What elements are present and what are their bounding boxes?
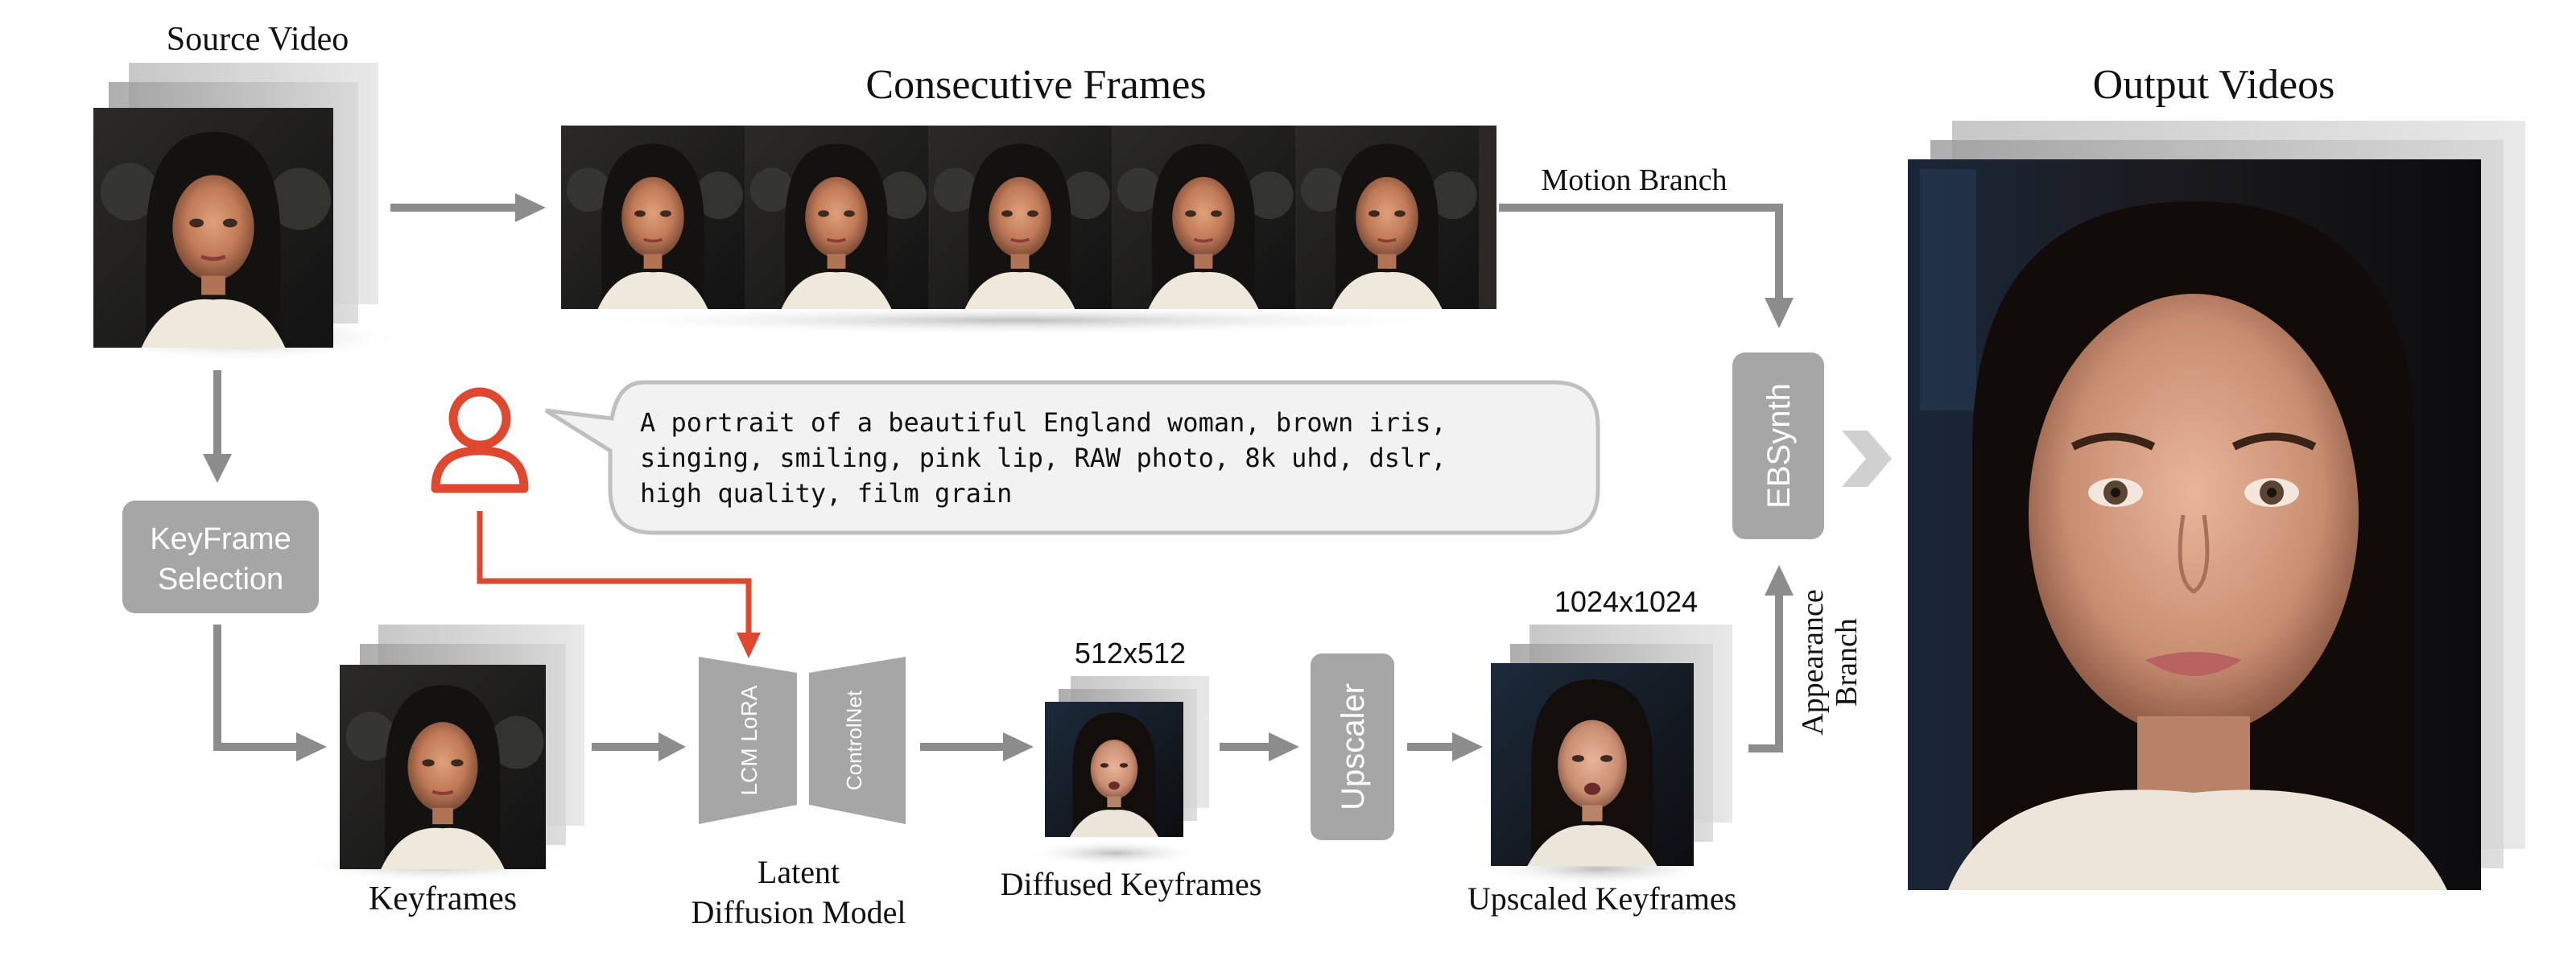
arrow-user-to-ldm [477, 511, 761, 658]
chevron-right-icon [1842, 431, 1892, 487]
diffused-keyframe-image [1045, 702, 1183, 837]
prompt-line-1: A portrait of a beautiful England woman,… [640, 407, 1447, 438]
output-video-frame [1908, 159, 2481, 890]
consecutive-frame [1112, 126, 1295, 309]
arrow-ldm-to-diffused [920, 732, 1034, 761]
controlnet-label: ControlNet [842, 690, 866, 790]
arrow-appearance-branch [1748, 565, 1794, 752]
upscaled-keyframes-stack [1477, 625, 1732, 885]
appearance-branch-line2: Branch [1830, 618, 1864, 707]
keyframes-stack [298, 625, 584, 883]
ldm-label-line1: Latent [758, 854, 840, 890]
keyframe-image [340, 665, 546, 869]
consecutive-frame [561, 126, 745, 309]
arrow-motion-branch [1499, 204, 1794, 328]
source-video-stack [80, 63, 402, 362]
appearance-branch-line1: Appearance [1796, 589, 1830, 735]
arrow-selection-to-keyframes [213, 625, 327, 761]
output-videos-title: Output Videos [2093, 62, 2335, 108]
upscaled-keyframe-image [1491, 663, 1694, 866]
arrow-source-to-frames [390, 193, 546, 222]
consecutive-frame [928, 126, 1112, 309]
arrow-source-to-selection [203, 370, 232, 483]
prompt-bubble: A portrait of a beautiful England woman,… [544, 380, 1600, 535]
lcm-lora-label: LCM LoRA [737, 685, 762, 795]
consecutive-frame [1295, 126, 1479, 309]
arrow-diffused-to-upscaler [1220, 732, 1299, 761]
keyframe-selection-line1: KeyFrame [150, 522, 291, 556]
res-512-label: 512x512 [1075, 637, 1186, 670]
upscaled-keyframes-label: Upscaled Keyframes [1468, 880, 1736, 917]
consecutive-frames-title: Consecutive Frames [865, 62, 1206, 108]
source-video-label: Source Video [167, 21, 349, 58]
diffused-keyframes-label: Diffused Keyframes [1001, 866, 1262, 902]
prompt-line-3: high quality, film grain [640, 478, 1012, 509]
res-1024-label: 1024x1024 [1554, 585, 1698, 618]
diffused-keyframes-stack [1026, 676, 1209, 866]
prompt-line-2: singing, smiling, pink lip, RAW photo, 8… [640, 443, 1447, 473]
controlnet-block [809, 657, 906, 824]
arrow-keyframes-to-ldm [592, 732, 686, 761]
upscaler-label: Upscaler [1335, 683, 1371, 810]
output-videos-stack [1908, 121, 2525, 890]
upscaler-box: Upscaler [1311, 653, 1394, 840]
latent-diffusion-model: LCM LoRA ControlNet [699, 657, 906, 824]
ldm-label-line2: Diffusion Model [691, 894, 906, 930]
user-icon [431, 387, 529, 493]
arrow-upscaler-to-upscaled [1407, 732, 1483, 761]
keyframe-selection-line2: Selection [158, 563, 283, 596]
lcm-lora-block [699, 657, 797, 824]
motion-branch-label: Motion Branch [1541, 163, 1727, 197]
source-video-frame [93, 108, 333, 348]
consecutive-frame [745, 126, 928, 309]
keyframes-label: Keyframes [369, 880, 517, 917]
ebsynth-box: EBSynth [1732, 353, 1824, 539]
keyframe-selection-box: KeyFrame Selection [122, 501, 319, 613]
ebsynth-label: EBSynth [1761, 383, 1797, 509]
consecutive-frames-strip [561, 126, 1496, 335]
